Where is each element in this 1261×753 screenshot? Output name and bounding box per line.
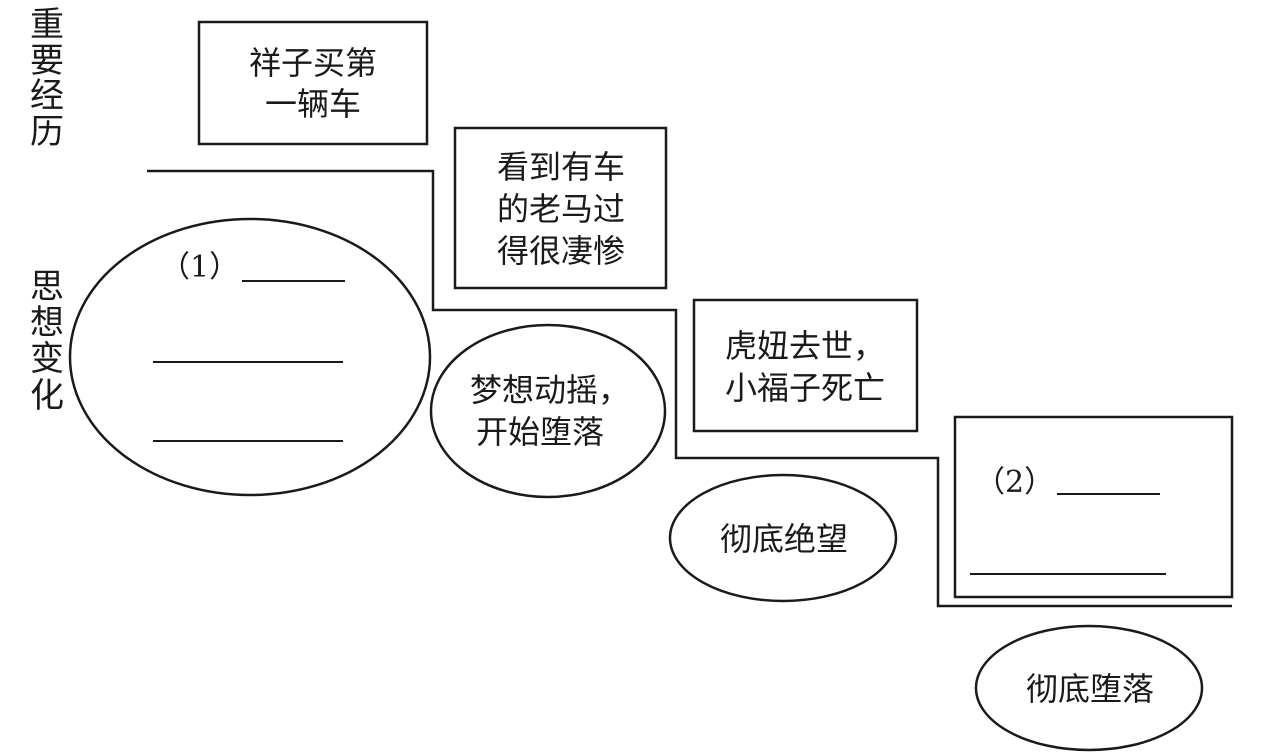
event-text-line: 看到有车 [497, 148, 625, 186]
event-text-line: 得很凄惨 [497, 232, 625, 270]
side-label-experiences-char: 重 [30, 5, 64, 45]
event-box-frame [692, 298, 919, 433]
event-box-frame [453, 126, 668, 290]
event-text-line: 一辆车 [265, 85, 361, 123]
side-label-mindset: 思 想 变 化 [30, 267, 64, 416]
change-ellipse-despair: 彻底绝望 [668, 473, 898, 603]
change-ellipse-dream-shaken: 梦想动摇， 开始堕落 [429, 323, 667, 499]
change-ellipse-frame [68, 217, 432, 497]
change-ellipse-blank-1: （1） [68, 217, 432, 497]
change-ellipse-frame [668, 473, 898, 603]
change-box-blank-2: （2） [953, 415, 1234, 599]
change-text-line: 彻底绝望 [720, 520, 848, 558]
event-box-buy-first-car: 祥子买第 一辆车 [197, 20, 429, 146]
side-label-experiences: 重 要 经 历 [30, 5, 64, 152]
change-ellipse-frame [974, 624, 1204, 752]
event-box-frame [197, 20, 429, 146]
side-label-mindset-char: 变 [30, 339, 64, 379]
side-label-experiences-char: 要 [30, 41, 64, 81]
change-text-line: 梦想动摇， [470, 371, 630, 409]
side-label-experiences-char: 历 [30, 112, 64, 152]
event-box-hu-niu-death: 虎妞去世， 小福子死亡 [692, 298, 919, 433]
side-label-mindset-char: 想 [30, 303, 64, 343]
event-text-line: 的老马过 [497, 190, 625, 228]
blank-prefix-label: （1） [160, 250, 239, 285]
change-text-line: 彻底堕落 [1026, 670, 1154, 708]
event-text-line: 小福子死亡 [725, 369, 885, 407]
change-box-frame [953, 415, 1234, 599]
side-label-experiences-char: 经 [30, 76, 64, 116]
change-ellipse-frame [429, 323, 667, 499]
change-text-line: 开始堕落 [476, 413, 604, 451]
side-label-mindset-char: 思 [30, 267, 64, 307]
blank-prefix-label: （2） [975, 465, 1054, 500]
event-text-line: 祥子买第 [249, 44, 377, 82]
side-label-mindset-char: 化 [30, 376, 64, 416]
event-box-old-ma: 看到有车 的老马过 得很凄惨 [453, 126, 668, 290]
change-ellipse-fall: 彻底堕落 [974, 624, 1204, 752]
stair-divider-line [147, 169, 1232, 608]
event-text-line: 虎妞去世， [725, 327, 885, 365]
